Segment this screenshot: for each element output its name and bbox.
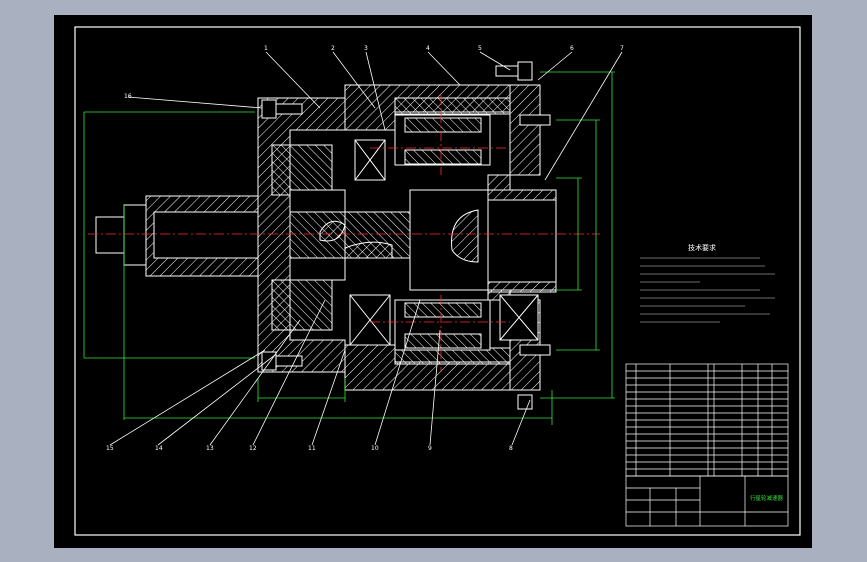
title-block [625, 475, 789, 527]
title-block-drawing-name: 行星轮减速器 [750, 494, 784, 502]
drawing-border [74, 26, 801, 536]
dimension-lines [83, 71, 615, 425]
technical-notes: 技术要求 [640, 243, 775, 323]
balloon-bottom-15: 15 [106, 445, 114, 452]
notes-text-lines [640, 257, 775, 323]
balloon-top-5: 5 [478, 45, 482, 52]
bolt-bottom-right [517, 394, 533, 410]
notes-title: 技术要求 [688, 243, 716, 252]
assembly-section-view [95, 61, 557, 410]
balloon-top-3: 3 [364, 45, 368, 52]
bolt-bottom-left [261, 351, 277, 371]
centerlines [88, 95, 600, 372]
balloon-bottom-10: 10 [371, 445, 379, 452]
balloon-left-16: 16 [124, 93, 132, 100]
balloon-top-4: 4 [426, 45, 430, 52]
balloon-bottom-13: 13 [206, 445, 214, 452]
balloon-top-6: 6 [570, 45, 574, 52]
balloon-top-7: 7 [620, 45, 624, 52]
balloon-bottom-11: 11 [308, 445, 316, 452]
balloon-bottom-12: 12 [249, 445, 257, 452]
parts-list-table [625, 363, 789, 477]
balloon-bottom-14: 14 [155, 445, 163, 452]
bolt-top-right [517, 61, 533, 81]
balloon-bottom-9: 9 [428, 445, 432, 452]
balloon-top-1: 1 [264, 45, 268, 52]
balloon-top-2: 2 [331, 45, 335, 52]
balloon-labels: 1 2 3 4 5 6 7 16 15 14 13 12 11 10 9 8 [106, 45, 624, 452]
balloon-bottom-8: 8 [509, 445, 513, 452]
input-hub [487, 189, 557, 291]
leader-lines [109, 51, 623, 446]
bolt-top-left [261, 99, 277, 119]
